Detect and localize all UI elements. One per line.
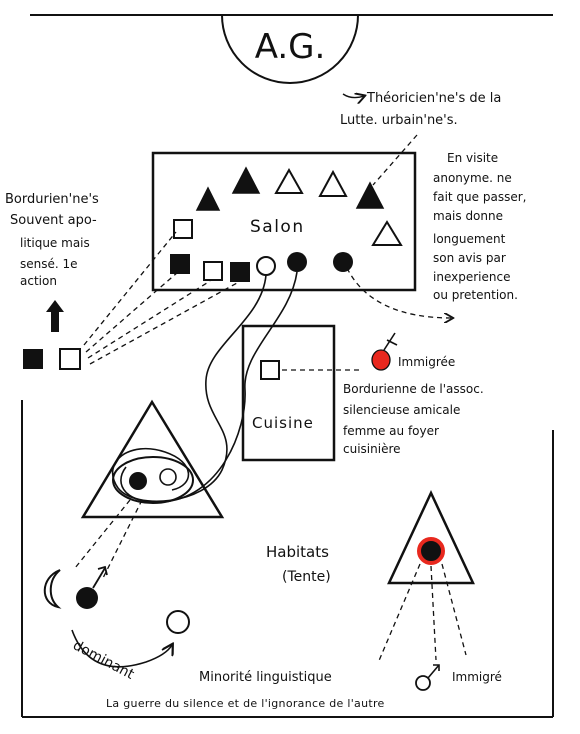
svg-text:inexperience: inexperience	[433, 270, 510, 284]
immigre-male-symbol	[415, 664, 440, 691]
square-outline	[260, 360, 280, 380]
bordurienne-assoc-label: Bordurienne de l'assoc. silencieuse amic…	[343, 382, 484, 456]
theoriciens-arrow	[342, 94, 364, 98]
habitat-rays	[377, 563, 467, 664]
circle-outline	[256, 256, 276, 276]
triangle-outline	[371, 220, 403, 246]
minorite-label: Minorité linguistique	[199, 670, 332, 685]
svg-text:Bordurienne de l'assoc.: Bordurienne de l'assoc.	[343, 382, 484, 396]
svg-text:ou pretention.: ou pretention.	[433, 288, 518, 302]
circle-outline	[166, 610, 190, 634]
circle-outline	[159, 468, 177, 486]
bordurien-leaders	[83, 231, 238, 365]
salon-triangles	[195, 166, 403, 246]
triangle-outline	[318, 169, 348, 197]
circle-filled	[129, 472, 147, 490]
salon-label: Salon	[250, 217, 305, 237]
field-border	[21, 400, 554, 718]
enclosure-outline	[112, 456, 194, 504]
svg-text:Souvent apo-: Souvent apo-	[10, 213, 97, 228]
cuisine-label: Cuisine	[252, 414, 314, 432]
visite-label: En visite anonyme. ne fait que passer, m…	[433, 151, 526, 302]
tent-triangle-left	[80, 399, 225, 519]
up-arrow-icon	[46, 300, 64, 332]
circle-filled	[333, 252, 353, 272]
dominant-leaders	[74, 499, 143, 581]
guerre-caption: La guerre du silence et de l'ignorance d…	[106, 697, 385, 710]
cuisine-room	[241, 324, 336, 462]
square-outline	[173, 219, 193, 239]
salon-room	[151, 151, 417, 292]
triangle-filled	[355, 181, 385, 209]
theoriciens-label-line2: Lutte. urbain'ne's.	[340, 113, 458, 128]
swirl-path	[111, 271, 298, 503]
svg-text:sensé. 1e: sensé. 1e	[20, 257, 78, 271]
immigree-label: Immigrée	[398, 355, 455, 369]
dominant-arrow	[71, 629, 172, 668]
square-filled	[230, 262, 250, 282]
habitats-label-line2: (Tente)	[282, 569, 331, 585]
svg-text:Bordurien'ne's: Bordurien'ne's	[5, 192, 99, 207]
habitats-label-line1: Habitats	[266, 543, 329, 561]
immigre-label: Immigré	[452, 670, 502, 684]
svg-text:femme au foyer: femme au foyer	[343, 424, 439, 438]
square-outline	[59, 348, 81, 370]
svg-text:mais donne: mais donne	[433, 209, 503, 223]
borduriens-label: Bordurien'ne's Souvent apo- litique mais…	[5, 192, 99, 288]
svg-text:longuement: longuement	[433, 232, 506, 246]
immigree-symbol	[371, 332, 398, 371]
theoriciens-label-line1: Théoricien'ne's de la	[366, 91, 501, 106]
title-ag: A.G.	[255, 27, 326, 67]
svg-text:anonyme. ne: anonyme. ne	[433, 171, 512, 185]
square-filled	[23, 349, 43, 369]
red-ringed-circle	[417, 537, 445, 565]
theoriciens-leader	[372, 134, 418, 186]
svg-text:fait que passer,: fait que passer,	[433, 190, 526, 204]
dominant-label: dominant	[70, 637, 137, 683]
circle-filled	[287, 252, 307, 272]
title-frame	[30, 14, 553, 84]
triangle-outline	[274, 167, 304, 194]
svg-text:En visite: En visite	[447, 151, 498, 165]
moon-icon	[43, 569, 62, 609]
square-filled	[170, 254, 190, 274]
tent-triangle-right	[387, 490, 475, 585]
square-outline	[203, 261, 223, 281]
svg-text:son avis par: son avis par	[433, 251, 506, 265]
salon-members	[170, 219, 353, 282]
svg-text:cuisinière: cuisinière	[343, 442, 401, 456]
svg-text:litique mais: litique mais	[20, 236, 90, 250]
svg-text:action: action	[20, 274, 57, 288]
dominant-male-symbol	[76, 565, 108, 609]
visite-arrow	[346, 267, 452, 318]
triangle-filled	[195, 186, 221, 211]
svg-text:silencieuse amicale: silencieuse amicale	[343, 403, 460, 417]
triangle-filled	[231, 166, 261, 194]
